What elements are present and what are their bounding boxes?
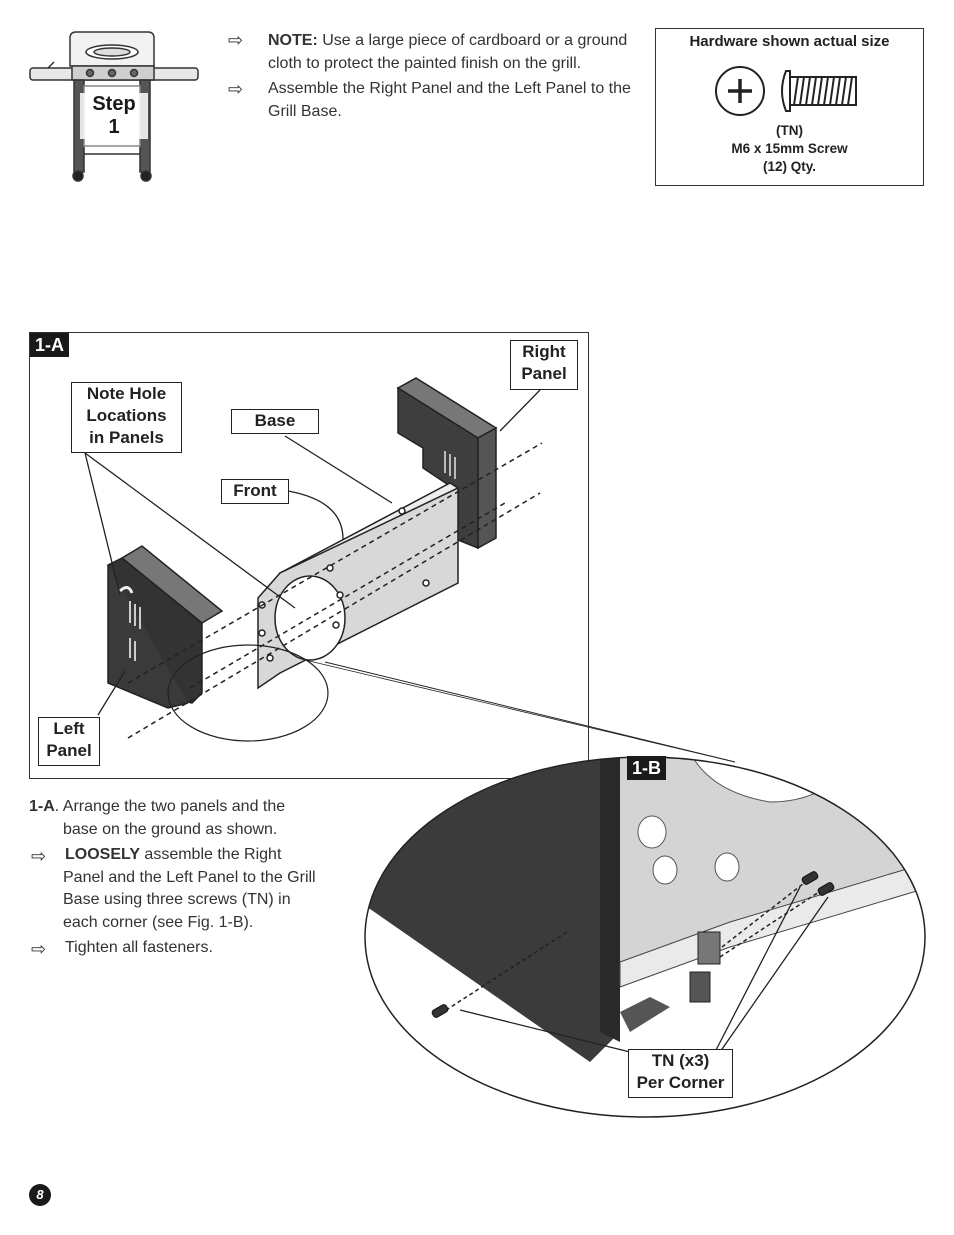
front-label: Front [221, 479, 289, 504]
note-2: Assemble the Right Panel and the Left Pa… [268, 80, 631, 120]
hardware-qty: (12) Qty. [762, 159, 816, 174]
left-panel-label: Left Panel [38, 717, 100, 766]
step-label: Step 1 [80, 93, 148, 139]
hardware-box: Hardware shown actual size (TN) M6 x 15m… [655, 28, 924, 186]
step-number: 1 [108, 116, 120, 138]
hollow-right-arrow-icon: ⇨ [31, 939, 47, 959]
hollow-right-arrow-icon: ⇨ [31, 846, 47, 866]
left-panel-shape [107, 545, 224, 709]
hardware-title: Hardware shown actual size [689, 33, 890, 50]
figure-1a: 1-A Right Panel Note Hole Locations in P… [29, 332, 589, 779]
screw-small-icon [431, 871, 835, 1018]
hollow-right-arrow-icon: ⇨ [228, 30, 244, 50]
figure-1a-drawing [84, 377, 543, 742]
note-holes-label: Note Hole Locations in Panels [71, 382, 182, 453]
figure-1b-tag: 1-B [627, 756, 667, 780]
instruction-loosely: LOOSELY assemble the Right Panel and the… [63, 846, 316, 931]
hollow-right-arrow-icon: ⇨ [228, 79, 244, 99]
hardware-code: (TN) [776, 123, 803, 138]
base-label: Base [231, 409, 319, 434]
page-number: 8 [29, 1184, 51, 1206]
instruction-tighten: Tighten all fasteners. [65, 939, 213, 956]
note-1: NOTE: Use a large piece of cardboard or … [268, 32, 628, 72]
tn-per-corner-label: TN (x3) Per Corner [628, 1049, 733, 1098]
figure-1a-tag: 1-A [30, 333, 70, 357]
instruction-step-ref: 1-A [29, 798, 55, 815]
note-1-bold: NOTE: [268, 32, 318, 49]
right-panel-label: Right Panel [510, 340, 578, 390]
instruction-1a: 1-A. Arrange the two panels and the base… [29, 798, 286, 838]
screw-icon [715, 66, 857, 116]
hardware-name: M6 x 15mm Screw [731, 141, 848, 156]
hardware-caption: (TN) M6 x 15mm Screw (12) Qty. [656, 122, 923, 176]
step-word: Step [92, 93, 136, 115]
